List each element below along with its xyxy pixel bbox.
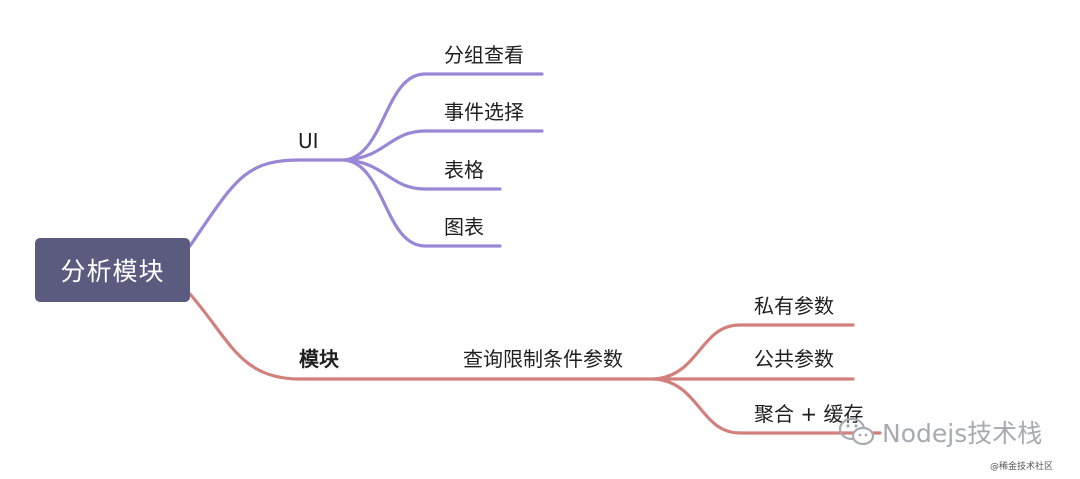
node-table: 表格 <box>444 158 484 182</box>
connector-query-aggregate <box>653 377 882 435</box>
watermark-text: Nodejs技术栈 <box>882 419 1043 448</box>
branch-module-label: 模块 <box>299 347 339 371</box>
node-group-view: 分组查看 <box>444 43 524 67</box>
root-node: 分析模块 <box>35 238 190 302</box>
connector-ui-chart <box>343 158 502 248</box>
node-event-select: 事件选择 <box>444 100 524 124</box>
connector-ui-event-select <box>343 129 544 162</box>
connector-query-private <box>653 323 855 381</box>
credit-text: @稀金技术社区 <box>990 462 1054 472</box>
connector-ui-group-view <box>343 72 544 162</box>
branch-ui-label: UI <box>298 129 319 153</box>
wechat-icon <box>838 417 875 446</box>
node-query-params: 查询限制条件参数 <box>463 347 623 371</box>
node-chart: 图表 <box>444 215 484 239</box>
connector-root-ui <box>188 158 352 248</box>
watermark: Nodejs技术栈 <box>838 414 1042 450</box>
node-private-params: 私有参数 <box>754 294 834 318</box>
connector-ui-table <box>343 158 502 191</box>
node-public-params: 公共参数 <box>754 347 834 371</box>
connector-root-module <box>188 292 662 381</box>
